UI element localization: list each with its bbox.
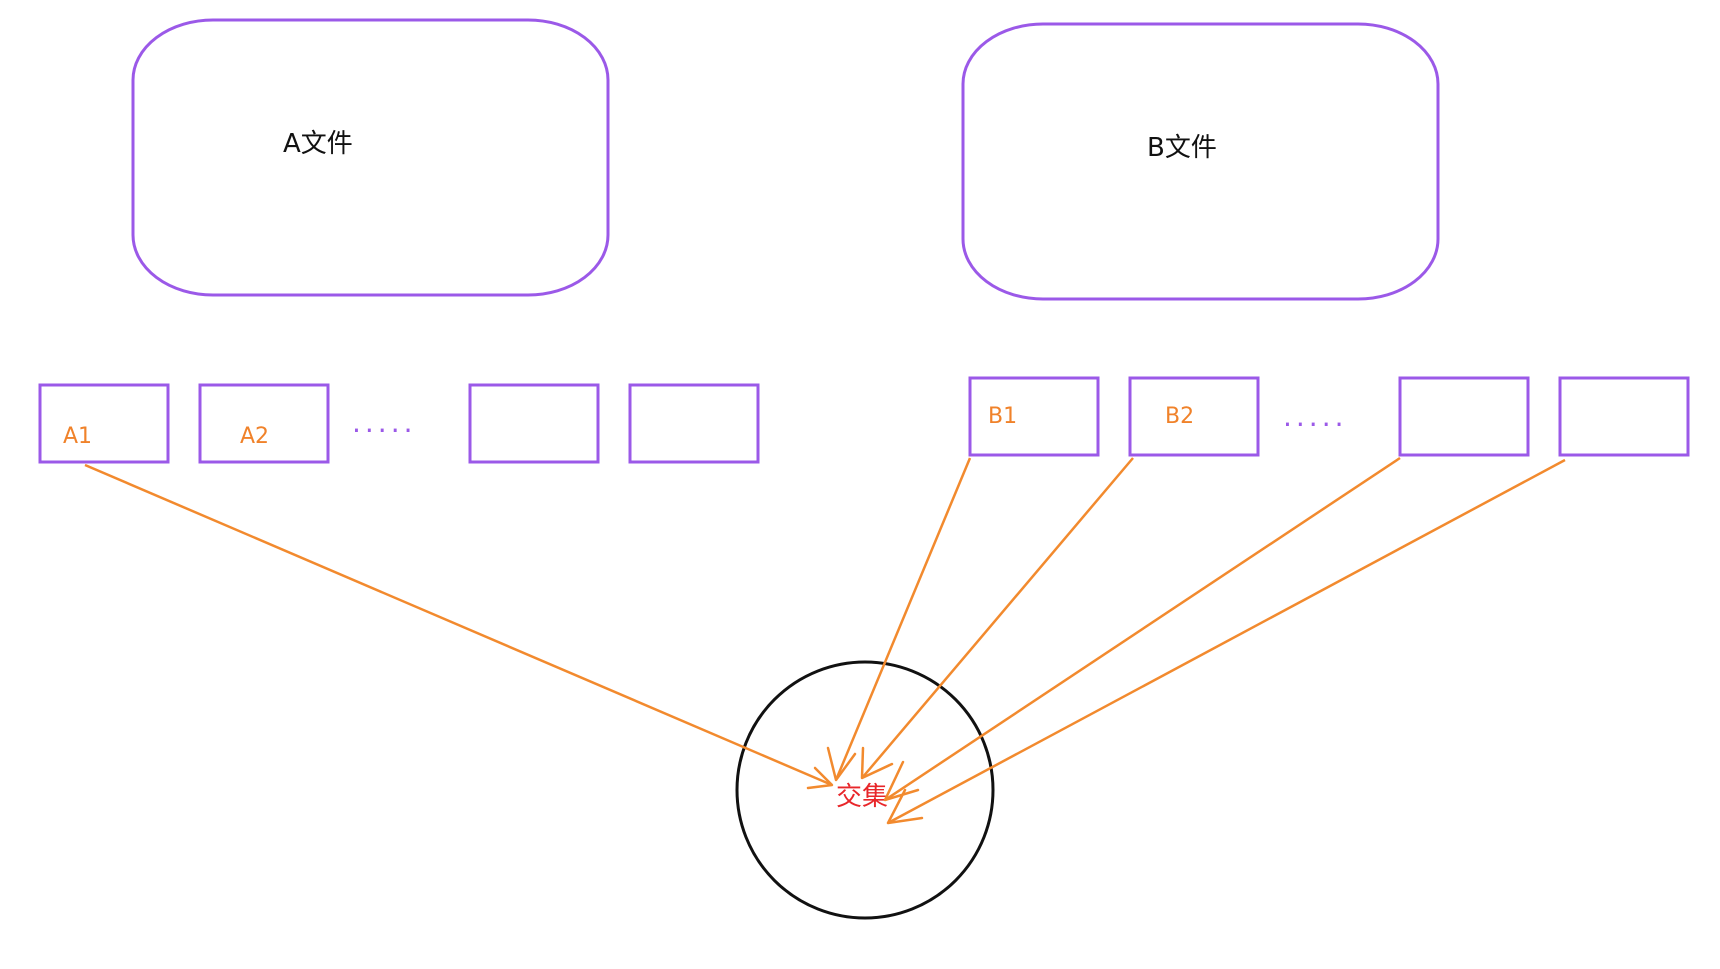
intersection-result: 交集 (735, 660, 995, 920)
chunks-b-row: B1 B2 ..... (968, 376, 1690, 457)
intersection-circle (735, 660, 995, 920)
file-a-box (131, 18, 610, 297)
chunk-b2-box (1128, 376, 1260, 457)
chunk-b1-box (968, 376, 1100, 457)
arrow-b4-to-intersection (886, 458, 1566, 825)
chunks-a-ellipsis: ..... (352, 406, 417, 439)
chunks-a-row: A1 A2 ..... (38, 383, 760, 464)
file-b-box (961, 22, 1440, 301)
chunk-a1-box (38, 383, 170, 464)
chunk-b3-box (1398, 376, 1530, 457)
chunk-a2-box (198, 383, 330, 464)
chunk-a3-box (468, 383, 600, 464)
file-a-container: A文件 (131, 18, 610, 297)
chunk-a1-label: A1 (63, 424, 92, 449)
chunk-a2-label: A2 (240, 424, 269, 449)
file-a-label: A文件 (283, 129, 353, 159)
chunks-b-ellipsis: ..... (1283, 400, 1348, 433)
chunk-b2-label: B2 (1165, 404, 1194, 429)
intersection-label: 交集 (836, 782, 888, 812)
arrow-b1-to-intersection (826, 457, 972, 782)
arrows (84, 456, 1566, 825)
arrow-b2-to-intersection (860, 457, 1134, 780)
file-b-label: B文件 (1147, 133, 1217, 163)
file-b-container: B文件 (961, 22, 1440, 301)
arrow-a1-to-intersection (84, 463, 834, 790)
chunk-a4-box (628, 383, 760, 464)
arrow-b3-to-intersection (883, 456, 1401, 802)
chunk-b4-box (1558, 376, 1690, 457)
chunk-b1-label: B1 (988, 404, 1017, 429)
